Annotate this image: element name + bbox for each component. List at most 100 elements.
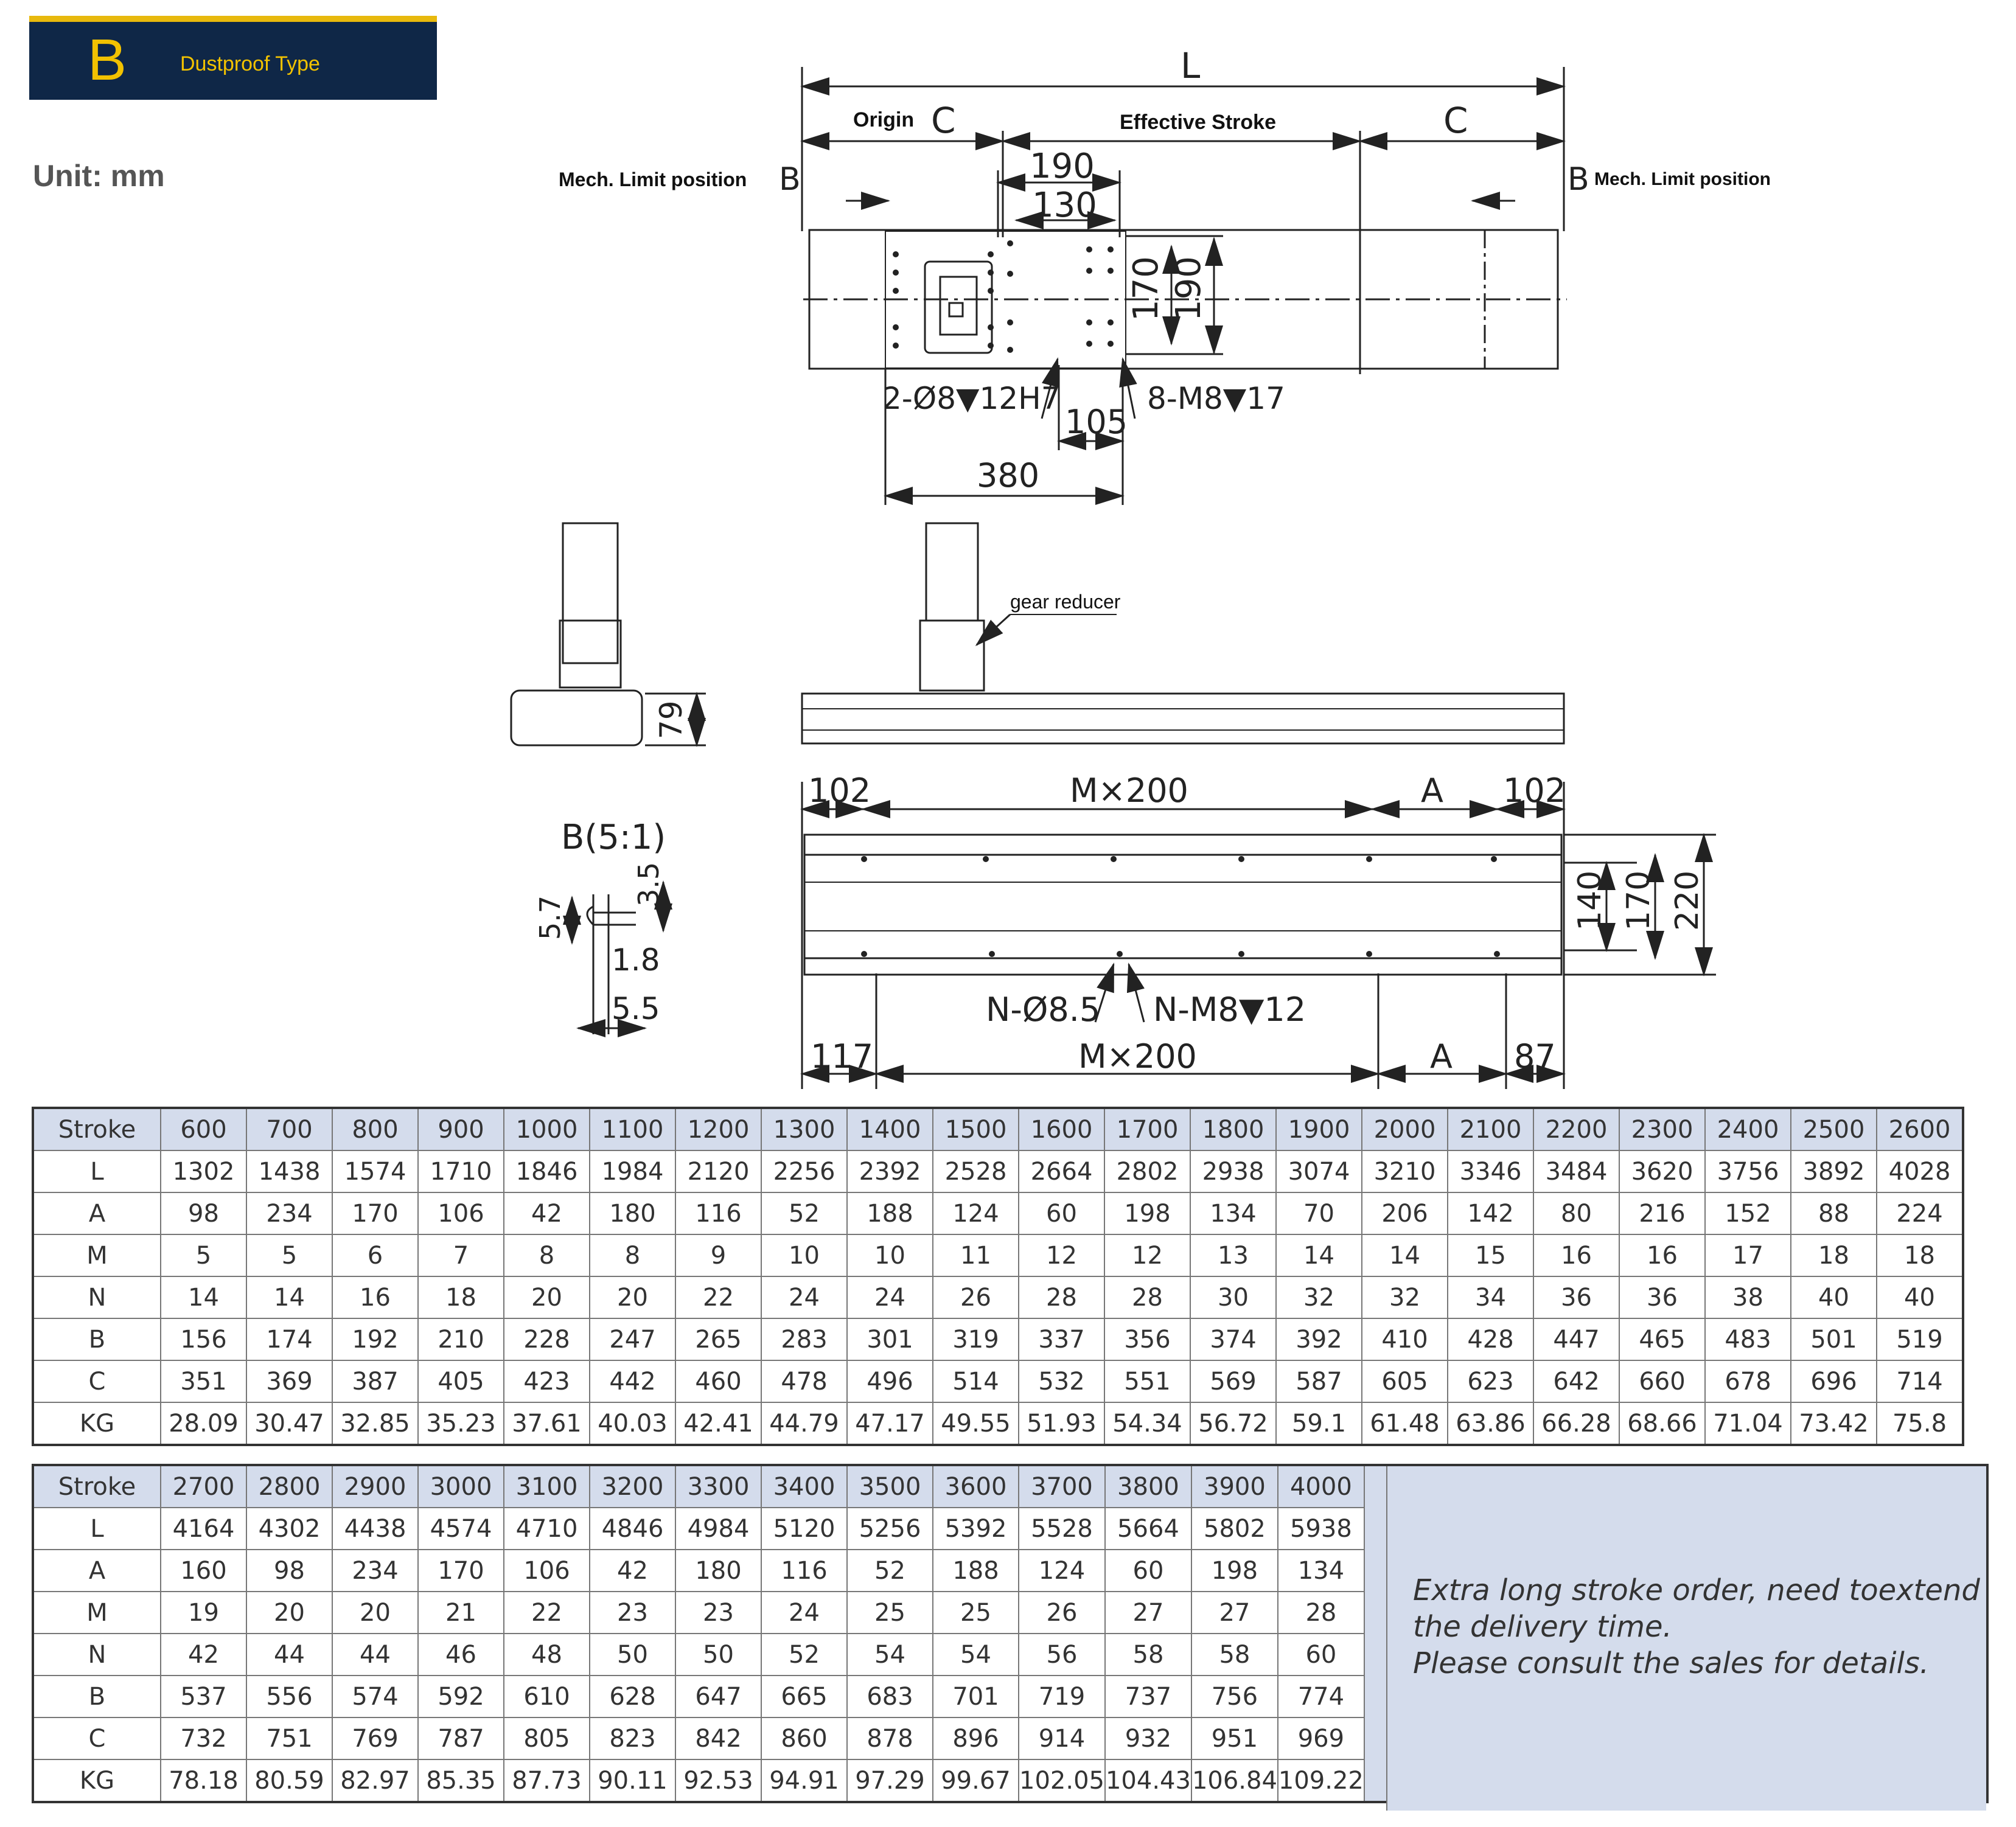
table-cell: 369 bbox=[246, 1360, 333, 1403]
table-cell: 247 bbox=[589, 1318, 676, 1361]
table-cell: 80.59 bbox=[246, 1759, 333, 1803]
table-cell: 26 bbox=[932, 1276, 1019, 1319]
table-cell: 556 bbox=[246, 1675, 333, 1718]
table-cell: 14 bbox=[160, 1276, 247, 1319]
table-cell: 102.05 bbox=[1018, 1759, 1106, 1803]
table-cell: 842 bbox=[675, 1717, 762, 1760]
dim-B-right: B bbox=[1568, 161, 1589, 198]
table-cell: 20 bbox=[332, 1591, 419, 1634]
table-cell: 44 bbox=[246, 1633, 333, 1676]
table-cell: 27 bbox=[1190, 1591, 1278, 1634]
row-label: M bbox=[32, 1591, 161, 1634]
table-cell: 356 bbox=[1104, 1318, 1191, 1361]
table-cell: 40 bbox=[1876, 1276, 1964, 1319]
table-cell: 174 bbox=[246, 1318, 333, 1361]
table-cell: 719 bbox=[1018, 1675, 1106, 1718]
table-cell: 2200 bbox=[1533, 1107, 1620, 1151]
table-cell: 3100 bbox=[503, 1464, 590, 1508]
table-cell: 14 bbox=[246, 1276, 333, 1319]
table-cell: 23 bbox=[675, 1591, 762, 1634]
dim-A-bottom: A bbox=[1430, 1037, 1453, 1076]
table-cell: 623 bbox=[1447, 1360, 1534, 1403]
unit-label: Unit: mm bbox=[33, 159, 165, 193]
table-cell: 823 bbox=[589, 1717, 676, 1760]
label-gear-reducer: gear reducer bbox=[1010, 591, 1121, 613]
table-cell: 483 bbox=[1704, 1318, 1791, 1361]
table-cell: 496 bbox=[846, 1360, 933, 1403]
table-cell: 1800 bbox=[1190, 1107, 1277, 1151]
table-cell: 228 bbox=[503, 1318, 590, 1361]
table-cell: 75.8 bbox=[1876, 1402, 1964, 1446]
table-cell: 301 bbox=[846, 1318, 933, 1361]
table-cell: 5938 bbox=[1277, 1507, 1365, 1550]
dim-140: 140 bbox=[1572, 871, 1608, 931]
table-cell: 28 bbox=[1104, 1276, 1191, 1319]
table-cell: 59.1 bbox=[1275, 1402, 1362, 1446]
table-cell: 4710 bbox=[503, 1507, 590, 1550]
table-cell: 134 bbox=[1277, 1549, 1365, 1592]
table-cell: 106 bbox=[503, 1549, 590, 1592]
row-label: C bbox=[32, 1360, 161, 1403]
table-cell: 3700 bbox=[1018, 1464, 1106, 1508]
table-cell: 3210 bbox=[1361, 1150, 1448, 1193]
table-cell: 16 bbox=[1533, 1234, 1620, 1277]
table-cell: 58 bbox=[1190, 1633, 1278, 1676]
table-cell: 70 bbox=[1275, 1192, 1362, 1235]
table-cell: 501 bbox=[1790, 1318, 1877, 1361]
label-detail-b: B(5:1) bbox=[561, 818, 666, 857]
table-cell: 701 bbox=[932, 1675, 1019, 1718]
row-label: N bbox=[32, 1276, 161, 1319]
table-cell: 1574 bbox=[332, 1150, 419, 1193]
table-cell: 61.48 bbox=[1361, 1402, 1448, 1446]
table-cell: 2256 bbox=[761, 1150, 848, 1193]
row-label: M bbox=[32, 1234, 161, 1277]
table-cell: 46 bbox=[417, 1633, 504, 1676]
row-label: L bbox=[32, 1150, 161, 1193]
table-cell: 92.53 bbox=[675, 1759, 762, 1803]
table-cell: 514 bbox=[932, 1360, 1019, 1403]
table-cell: 2528 bbox=[932, 1150, 1019, 1193]
table-cell: 82.97 bbox=[332, 1759, 419, 1803]
row-label: C bbox=[32, 1717, 161, 1760]
table-cell: 109.22 bbox=[1277, 1759, 1365, 1803]
table-cell: 198 bbox=[1104, 1192, 1191, 1235]
dim-170: 170 bbox=[1126, 256, 1166, 321]
table-cell: 60 bbox=[1104, 1549, 1192, 1592]
table-cell: 234 bbox=[246, 1192, 333, 1235]
table-cell: 40.03 bbox=[589, 1402, 676, 1446]
table-cell: 18 bbox=[417, 1276, 504, 1319]
table-cell: 2700 bbox=[160, 1464, 247, 1508]
table-cell: 2000 bbox=[1361, 1107, 1448, 1151]
table-cell: 8 bbox=[503, 1234, 590, 1277]
table-cell: 17 bbox=[1704, 1234, 1791, 1277]
table-cell: 2120 bbox=[675, 1150, 762, 1193]
dim-A-top: A bbox=[1421, 771, 1443, 810]
table-cell: 732 bbox=[160, 1717, 247, 1760]
table-cell: 42 bbox=[503, 1192, 590, 1235]
table-cell: 23 bbox=[589, 1591, 676, 1634]
table-cell: 1710 bbox=[417, 1150, 504, 1193]
table-cell: 87.73 bbox=[503, 1759, 590, 1803]
table-cell: 42 bbox=[160, 1633, 247, 1676]
table-cell: 97.29 bbox=[846, 1759, 933, 1803]
table-cell: 5664 bbox=[1104, 1507, 1192, 1550]
table-cell: 160 bbox=[160, 1549, 247, 1592]
table-cell: 98 bbox=[160, 1192, 247, 1235]
dim-117: 117 bbox=[811, 1037, 873, 1076]
table-cell: 642 bbox=[1533, 1360, 1620, 1403]
table-cell: 50 bbox=[589, 1633, 676, 1676]
table-cell: 35.23 bbox=[417, 1402, 504, 1446]
table-cell: 860 bbox=[761, 1717, 848, 1760]
table-cell: 665 bbox=[761, 1675, 848, 1718]
table-cell: 1200 bbox=[675, 1107, 762, 1151]
table-cell: 11 bbox=[932, 1234, 1019, 1277]
table-cell: 52 bbox=[761, 1633, 848, 1676]
table-cell: 610 bbox=[503, 1675, 590, 1718]
table-cell: 5 bbox=[160, 1234, 247, 1277]
